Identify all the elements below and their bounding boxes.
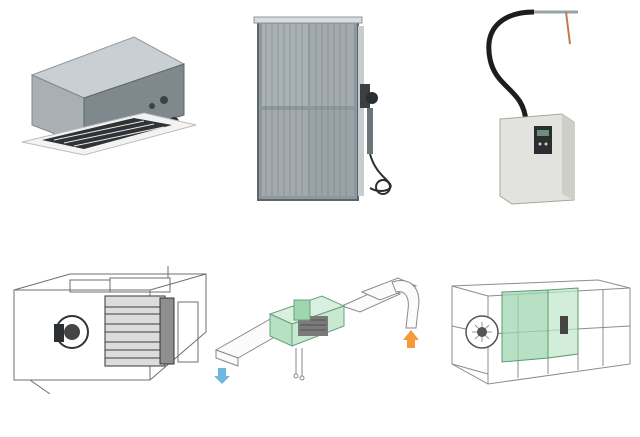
steam-humidifier-cabinet-image (478, 4, 588, 206)
evaporative-media-panel-image (240, 12, 410, 207)
air-handler-installation-diagram-image (10, 262, 210, 394)
wireframe-air-handler-diagram-image (448, 266, 634, 394)
duct-system-diagram-image (212, 270, 434, 392)
ceiling-humidifier-unit-image (14, 30, 204, 165)
